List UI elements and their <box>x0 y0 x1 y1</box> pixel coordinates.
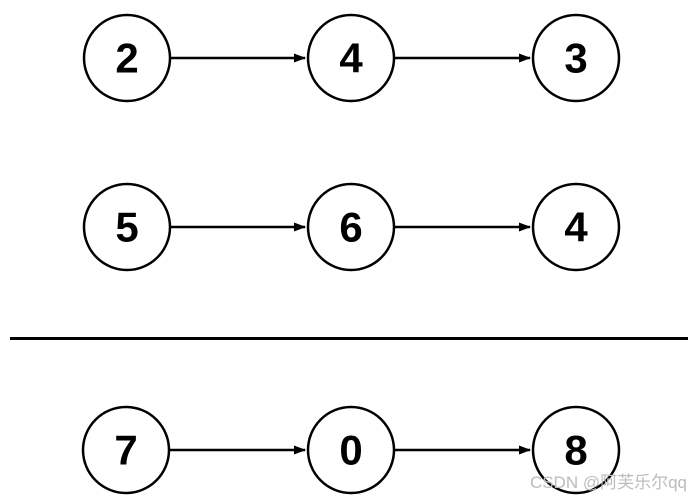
linked-list-row-1: 2 4 3 <box>82 13 621 103</box>
node-value: 2 <box>115 35 138 82</box>
node-circle <box>531 182 621 272</box>
node-circle <box>82 13 172 103</box>
node-circle <box>531 405 621 495</box>
node-circle <box>306 405 396 495</box>
node-value: 4 <box>564 204 588 251</box>
node-circle <box>306 182 396 272</box>
node-value: 6 <box>339 204 362 251</box>
node-value: 7 <box>114 427 137 474</box>
node-circle <box>81 405 171 495</box>
linked-list-row-result: 7 0 8 <box>81 405 621 495</box>
node-circle <box>82 182 172 272</box>
node-value: 8 <box>564 427 587 474</box>
node-value: 4 <box>339 35 363 82</box>
node-value: 5 <box>115 204 138 251</box>
node-circle <box>306 13 396 103</box>
node-value: 3 <box>564 35 587 82</box>
linked-list-row-2: 5 6 4 <box>82 182 621 272</box>
watermark: CSDN @阿芙乐尔qq <box>530 473 687 492</box>
node-value: 0 <box>339 427 362 474</box>
node-circle <box>531 13 621 103</box>
